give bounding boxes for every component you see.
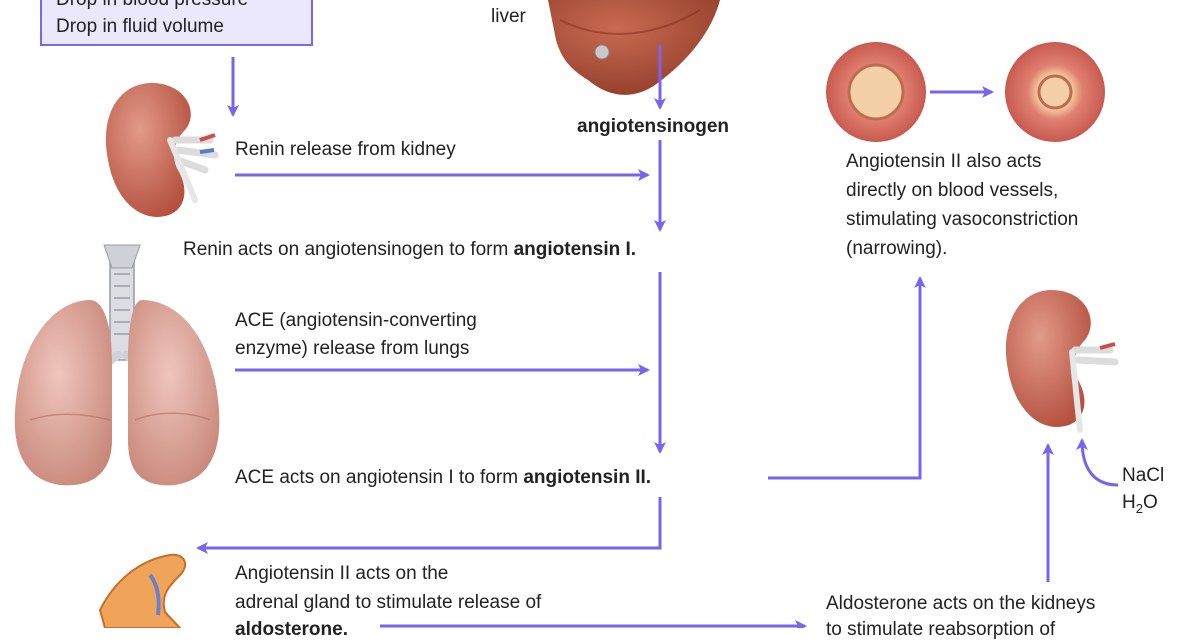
nacl-label: NaCl [1122,465,1165,486]
adrenal-text-line1: Angiotensin II acts on the [235,563,449,584]
kidney-illustration-left [105,82,219,217]
liver-label: liver [491,6,526,27]
arrow-nacl-h2o-reabsorption [1076,438,1119,487]
trigger-line-blood-pressure: Drop in blood pressure [56,0,248,13]
ace-acts-text: ACE acts on angiotensin I to form [235,467,524,488]
diagram-graphics [14,0,1119,628]
vessels-text-line1: Angiotensin II also acts [846,151,1042,172]
renin-release-label: Renin release from kidney [235,139,456,160]
liver-illustration [548,0,720,95]
renin-acts-label: Renin acts on angiotensinogen to form an… [183,236,636,263]
adrenal-text-line2: adrenal gland to stimulate release of [235,592,542,613]
arrow-angiotensin-ii-to-adrenal [196,497,662,554]
water-subscript: 2 [1135,500,1143,516]
renin-acts-text: Renin acts on angiotensinogen to form [183,239,514,260]
ace-acts-label: ACE acts on angiotensin I to form angiot… [235,464,651,491]
trigger-line-fluid-volume: Drop in fluid volume [56,16,224,37]
kidney-reabsorb-line1: Aldosterone acts on the kidneys [826,593,1096,614]
lungs-illustration [14,244,220,486]
blood-vessel-normal [826,42,926,142]
angiotensin-i-term: angiotensin I. [513,239,637,260]
water-o: O [1142,492,1158,513]
ace-release-line1: ACE (angiotensin-converting [235,310,477,331]
angiotensin-ii-term: angiotensin II. [523,467,652,488]
angiotensinogen-label: angiotensinogen [577,116,729,137]
water-h: H [1122,492,1136,513]
blood-vessel-constricted [1005,42,1105,142]
ace-release-line2: enzyme) release from lungs [235,338,470,359]
water-label: H2O [1122,489,1158,522]
adrenal-text-line3: aldosterone. [235,619,348,640]
trigger-box [40,0,313,46]
kidney-illustration-right [1005,289,1119,433]
vessels-text-line2: directly on blood vessels, [846,180,1059,201]
kidney-reabsorb-line2: to stimulate reabsorption of [826,619,1056,640]
adrenal-gland-illustration [98,553,187,628]
arrow-angiotensin-ii-to-vessels [768,276,926,480]
vessels-text-line3: stimulating vasoconstriction [846,209,1079,230]
vessels-text-line4: (narrowing). [846,238,948,259]
